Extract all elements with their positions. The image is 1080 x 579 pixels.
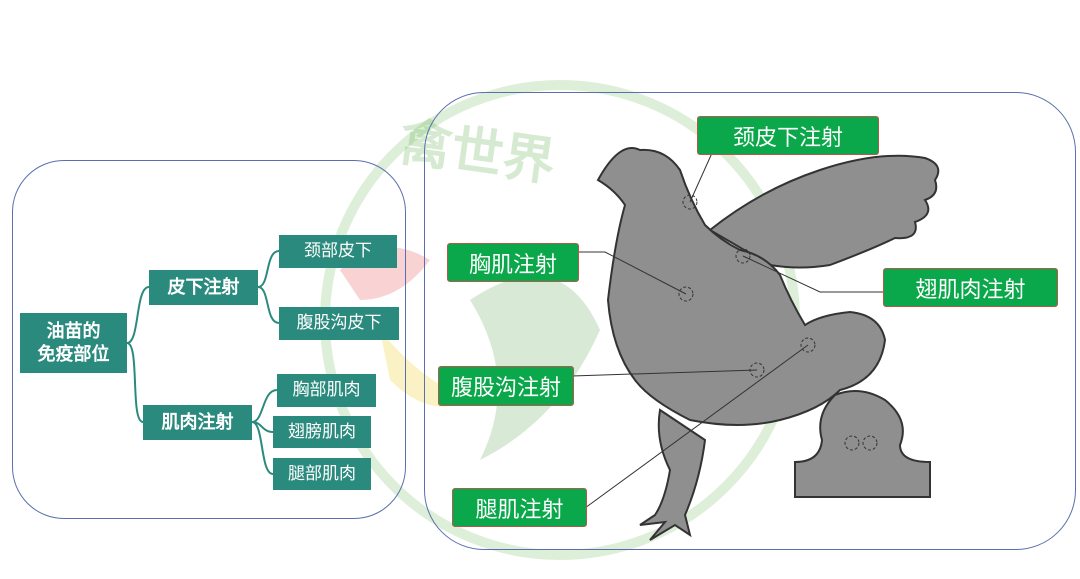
leader-lines <box>571 152 883 509</box>
leg-injection-point <box>800 337 816 353</box>
wing-injection-point <box>735 248 751 264</box>
label-groin-injection: 腹股沟注射 <box>438 366 574 406</box>
leaf-leg-muscle: 腿部肌肉 <box>273 458 371 490</box>
mindmap-panel <box>12 160 406 519</box>
mindmap-root: 油苗的 免疫部位 <box>20 313 127 373</box>
label-chest-muscle-injection: 胸肌注射 <box>447 243 579 282</box>
label-leg-muscle-injection: 腿肌注射 <box>452 488 587 527</box>
neck-injection-point <box>682 194 698 210</box>
label-neck-subcutaneous-injection: 颈皮下注射 <box>697 116 879 155</box>
leaf-wing-muscle: 翅膀肌肉 <box>273 416 371 448</box>
branch-subcutaneous: 皮下注射 <box>149 270 258 305</box>
chicken-panel <box>424 92 1076 550</box>
leaf-chest-muscle: 胸部肌肉 <box>277 374 376 407</box>
leaf-groin-subcutaneous: 腹股沟皮下 <box>279 307 399 340</box>
branch-intramuscular: 肌肉注射 <box>143 405 252 440</box>
label-wing-muscle-injection: 翅肌肉注射 <box>883 268 1058 307</box>
chest-injection-point <box>678 286 694 302</box>
leaf-neck-subcutaneous: 颈部皮下 <box>279 235 397 268</box>
